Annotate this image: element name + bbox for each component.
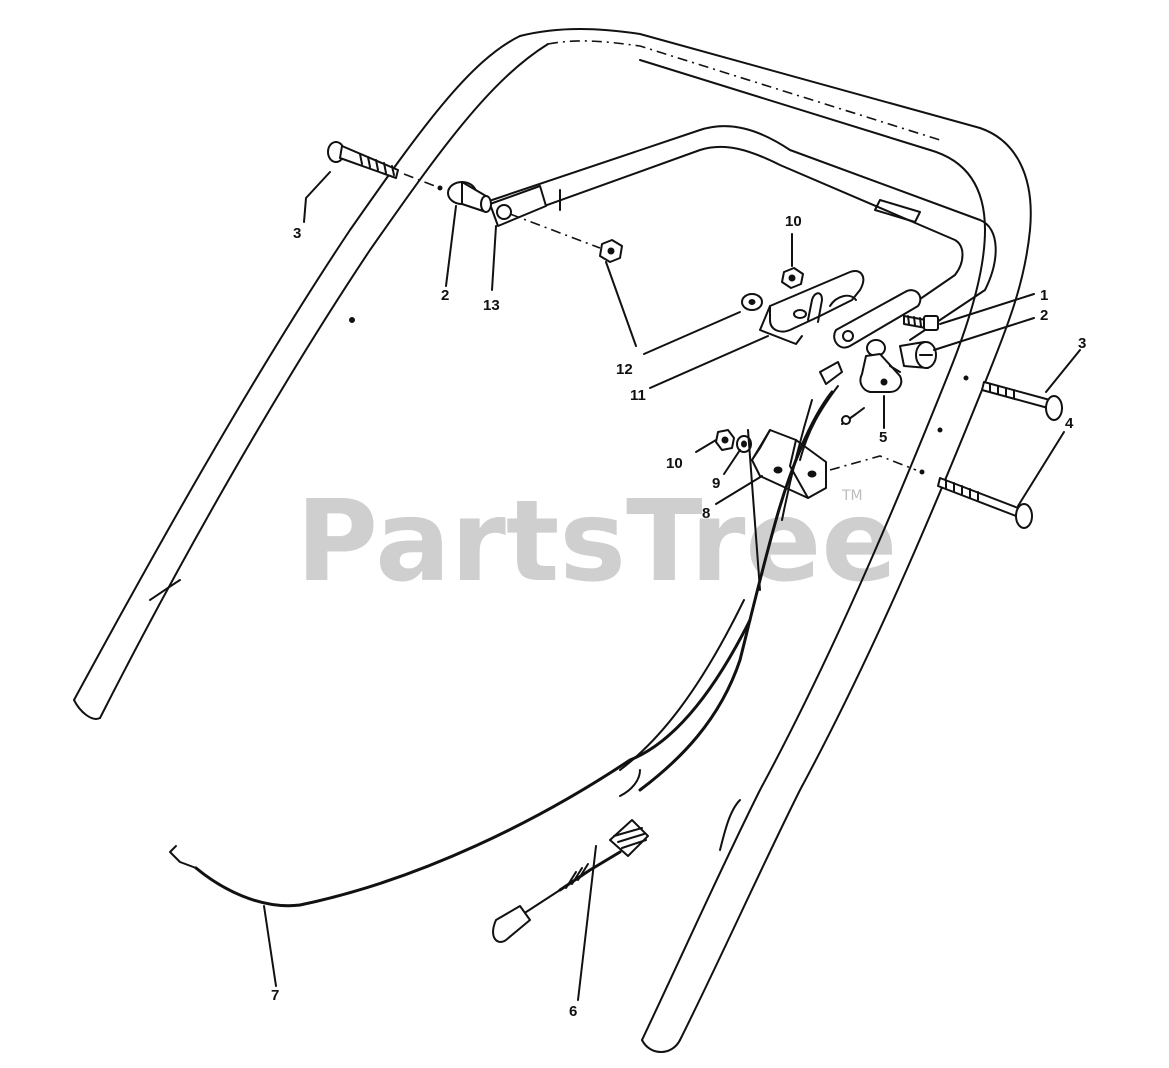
control-lever [859, 339, 903, 393]
callout-9: 9 [712, 475, 720, 492]
callout-2-left: 2 [441, 287, 449, 304]
carriage-bolt-4 [919, 469, 1033, 529]
nut-10-lower [715, 429, 735, 451]
callout-3-left: 3 [293, 225, 301, 242]
washer-12-lower [741, 293, 763, 311]
throttle-cable [492, 361, 865, 943]
callout-10-lower: 10 [666, 455, 683, 472]
lever-plate [833, 289, 922, 349]
carriage-bolt-upper-left [327, 141, 399, 179]
pivot-bushing-left [447, 181, 492, 213]
callout-10-upper: 10 [785, 213, 802, 230]
watermark-trademark: TM [841, 488, 863, 504]
control-bail [489, 125, 997, 341]
callout-13: 13 [483, 297, 500, 314]
assembly-line-bolt [403, 173, 441, 189]
callout-8: 8 [702, 505, 710, 522]
nut-10-upper [781, 267, 804, 289]
callout-2-right: 2 [1040, 307, 1048, 324]
nut-upper [599, 239, 623, 263]
washer-9 [736, 435, 752, 453]
callout-4: 4 [1065, 415, 1074, 432]
callout-11: 11 [630, 387, 646, 404]
callout-5: 5 [879, 429, 887, 446]
pivot-bushing-right [899, 341, 937, 369]
assembly-line-bail [509, 213, 601, 249]
callout-labels: 1 2 2 3 3 4 5 6 7 8 9 10 10 11 12 13 [271, 213, 1086, 1020]
control-cable [169, 429, 761, 908]
watermark-brand: PartsTree [296, 477, 897, 607]
screw-1 [903, 315, 939, 331]
callout-6: 6 [569, 1003, 577, 1020]
carriage-bolt-right [963, 375, 1063, 421]
callout-1: 1 [1040, 287, 1048, 304]
callout-7: 7 [271, 987, 279, 1004]
assembly-line-holder [829, 455, 917, 471]
bracket [759, 270, 865, 345]
callout-12: 12 [616, 361, 633, 378]
cable-holder [751, 429, 827, 499]
handle-main [73, 28, 1032, 1053]
leader-lines [263, 171, 1081, 1001]
callout-3-right: 3 [1078, 335, 1086, 352]
